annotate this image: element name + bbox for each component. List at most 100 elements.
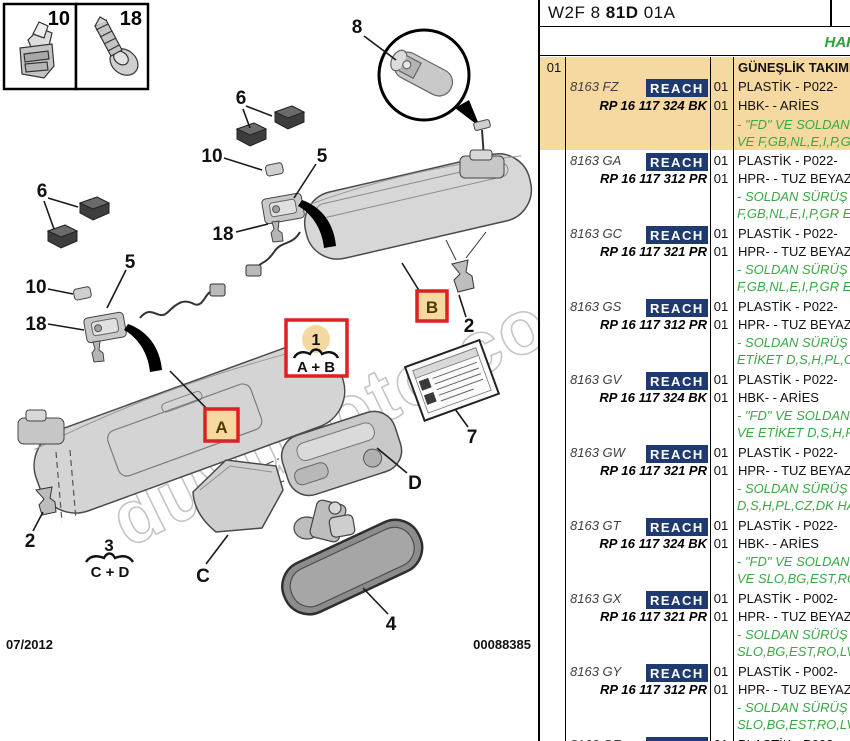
group3-number: 3 — [104, 536, 113, 555]
part-description: HPR- - TUZ BEYAZI — [738, 317, 850, 332]
replacement-part-number[interactable]: RP 16 117 321 PR — [600, 609, 707, 624]
applicability-note: - SOLDAN SÜRÜŞ V — [737, 189, 850, 204]
part-description: HPR- - TUZ BEYAZI — [738, 682, 850, 697]
replacement-part-number[interactable]: RP 16 117 324 BK — [599, 390, 707, 405]
quantity: 01 — [713, 463, 729, 478]
group-label-3: 3 C + D — [84, 536, 135, 581]
part-code[interactable]: 8163 GX — [570, 591, 622, 606]
replacement-part-number[interactable]: RP 16 117 324 BK — [599, 536, 707, 551]
callout-D: D — [408, 473, 422, 494]
part-code[interactable]: 8163 GC — [570, 226, 623, 241]
quantity: 01 — [713, 664, 729, 679]
applicability-note: VE F,GB,NL,E,I,P,GR — [737, 134, 850, 149]
part-row[interactable]: 8163 GZREACH01PLASTİK - P002 — [540, 734, 850, 741]
visor-b — [245, 149, 533, 293]
magnifier-detail — [377, 28, 491, 173]
ref-letter-a: A — [215, 418, 227, 437]
replacement-part-number[interactable]: RP 16 117 312 PR — [600, 317, 707, 332]
quantity: 01 — [713, 591, 729, 606]
quantity: 01 — [713, 171, 729, 186]
figure-code-prefix: W2F 8 — [548, 3, 606, 22]
part-description: PLASTİK - P022- — [738, 79, 838, 94]
part-description: PLASTİK - P002- — [738, 664, 838, 679]
part-code[interactable]: 8163 GA — [570, 153, 622, 168]
reach-badge[interactable]: REACH — [646, 737, 708, 741]
applicability-note: SLO,BG,EST,RO,LV — [737, 644, 850, 659]
reach-badge[interactable]: REACH — [646, 299, 708, 317]
warning-placard — [403, 338, 501, 422]
diagram-panel: duyukoto.com 10 18 — [2, 2, 538, 652]
applicability-note: - SOLDAN SÜRÜŞ V — [737, 335, 850, 350]
part-row[interactable]: 8163 GT REACH 01 PLASTİK - P022- RP 16 117 3… — [540, 515, 850, 588]
part-row[interactable]: 8163 GA REACH 01 PLASTİK - P022- RP 16 117 3… — [540, 150, 850, 223]
column-divider — [565, 57, 567, 741]
part-description: PLASTİK - P022- — [738, 299, 838, 314]
quantity: 01 — [713, 372, 729, 387]
part-row[interactable]: 8163 GY REACH 01 PLASTİK - P002- RP 16 117 3… — [540, 661, 850, 734]
reach-badge[interactable]: REACH — [646, 226, 708, 244]
replacement-part-number[interactable]: RP 16 117 321 PR — [600, 244, 707, 259]
reach-badge[interactable]: REACH — [646, 518, 708, 536]
quantity: 01 — [713, 317, 729, 332]
column-divider — [733, 57, 735, 741]
applicability-note: - "FD" VE SOLDAN S — [737, 117, 850, 132]
part-row[interactable]: 8163 GS REACH 01 PLASTİK - P022- RP 16 117 3… — [540, 296, 850, 369]
quantity: 01 — [713, 536, 729, 551]
group1-number: 1 — [312, 332, 321, 349]
part-description: PLASTİK - P022- — [738, 153, 838, 168]
part-code[interactable]: 8163 GV — [570, 372, 622, 387]
applicability-note: - SOLDAN SÜRÜŞ V — [737, 627, 850, 642]
part-description: HBK- - ARİES — [738, 536, 819, 551]
ref-letter-b: B — [426, 298, 438, 317]
pin-fastener — [445, 231, 487, 293]
applicability-note: - SOLDAN SÜRÜŞ V — [737, 700, 850, 715]
quantity: 01 — [713, 609, 729, 624]
reach-badge[interactable]: REACH — [646, 445, 708, 463]
applicability-note: VE SLO,BG,EST,RO — [737, 571, 850, 586]
reach-badge[interactable]: REACH — [646, 664, 708, 682]
part-description: PLASTİK - P002- — [738, 591, 838, 606]
part-code[interactable]: 8163 GW — [570, 445, 625, 460]
reach-badge[interactable]: REACH — [646, 591, 708, 609]
replacement-part-number[interactable]: RP 16 117 324 BK — [599, 98, 707, 113]
ref-box-b: B — [415, 289, 449, 323]
part-code[interactable]: 8163 GT — [570, 518, 621, 533]
leader-lines — [32, 35, 469, 615]
replacement-part-number[interactable]: RP 16 117 312 PR — [600, 682, 707, 697]
replacement-part-number[interactable]: RP 16 117 312 PR — [600, 171, 707, 186]
column-divider — [710, 57, 712, 741]
mirror-assembly — [192, 410, 424, 616]
reach-badge[interactable]: REACH — [646, 79, 708, 97]
part-code[interactable]: 8163 GZ — [570, 737, 621, 741]
applicability-note: F,GB,NL,E,I,P,GR E — [737, 206, 850, 221]
callout-6-left: 6 — [37, 181, 48, 202]
quantity: 01 — [713, 244, 729, 259]
mount-cluster-lower — [46, 196, 162, 372]
replacement-part-number[interactable]: RP 16 117 321 PR — [600, 463, 707, 478]
subheader-note: HAR — [824, 34, 850, 51]
pin-fastener — [35, 486, 57, 516]
part-row[interactable]: 8163 GC REACH 01 PLASTİK - P022- RP 16 117 3… — [540, 223, 850, 296]
part-code[interactable]: 8163 GS — [570, 299, 622, 314]
diagram-doc-number: 00088385 — [473, 637, 531, 652]
part-description: PLASTİK - P022- — [738, 226, 838, 241]
callout-5-top: 5 — [317, 146, 328, 167]
reach-badge[interactable]: REACH — [646, 153, 708, 171]
part-row[interactable]: 8163 GX REACH 01 PLASTİK - P002- RP 16 117 3… — [540, 588, 850, 661]
part-description: PLASTİK - P022- — [738, 518, 838, 533]
figure-code: W2F 8 81D 01A — [548, 3, 675, 23]
part-code[interactable]: 8163 FZ — [570, 79, 619, 94]
part-description: PLASTİK - P002 — [738, 737, 833, 741]
applicability-note: ETİKET D,S,H,PL,CZ — [737, 352, 850, 367]
quantity: 01 — [713, 682, 729, 697]
exploded-diagram: duyukoto.com 10 18 — [2, 2, 538, 635]
quantity: 01 — [713, 98, 729, 113]
applicability-note: D,S,H,PL,CZ,DK HA — [737, 498, 850, 513]
part-code[interactable]: 8163 GY — [570, 664, 622, 679]
reach-badge[interactable]: REACH — [646, 372, 708, 390]
quantity: 01 — [713, 226, 729, 241]
